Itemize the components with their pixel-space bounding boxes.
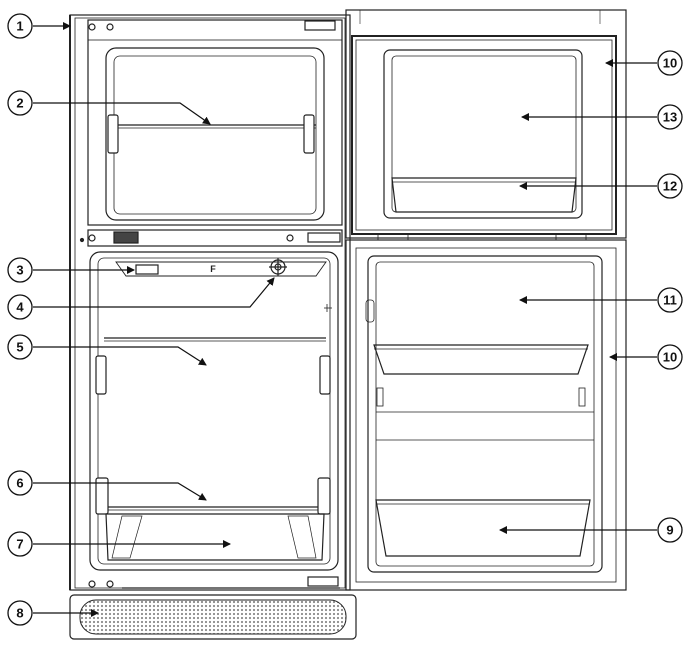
callout-12: 12 xyxy=(519,173,683,199)
callout-6: 6 xyxy=(7,470,207,501)
callout-9: 9 xyxy=(499,517,683,543)
callouts: 1 2 3 4 5 6 xyxy=(7,13,683,626)
callout-13: 13 xyxy=(521,104,683,130)
fresh-food-compartment: F xyxy=(89,251,339,571)
callout-5: 5 xyxy=(7,334,207,366)
callout-label: 8 xyxy=(16,606,23,621)
callout-label: 10 xyxy=(663,350,677,365)
callout-label: 12 xyxy=(663,179,677,194)
callout-label: 4 xyxy=(16,300,24,315)
crisper-drawer xyxy=(105,513,325,561)
svg-text:F: F xyxy=(210,264,216,274)
callout-label: 1 xyxy=(16,19,23,34)
callout-label: 11 xyxy=(663,293,677,308)
callout-label: 7 xyxy=(16,537,23,552)
freezer-door-shelf xyxy=(391,177,577,213)
callout-11: 11 xyxy=(519,287,683,313)
callout-label: 10 xyxy=(663,56,677,71)
callout-1: 1 xyxy=(7,13,71,39)
doors xyxy=(345,9,627,591)
thermostat-dial xyxy=(269,258,287,276)
light-switch xyxy=(135,264,159,275)
freezer-compartment xyxy=(87,19,343,226)
callout-label: 3 xyxy=(16,263,23,278)
callout-10-freezer-door: 10 xyxy=(605,50,683,76)
callout-3: 3 xyxy=(7,257,135,283)
callout-8: 8 xyxy=(7,600,99,626)
fresh-food-shelf xyxy=(95,337,331,395)
callout-label: 13 xyxy=(663,110,677,125)
freezer-door xyxy=(345,9,627,241)
callout-2: 2 xyxy=(7,90,211,125)
callout-7: 7 xyxy=(7,531,231,557)
callout-4: 4 xyxy=(7,277,275,320)
door-shelf-upper xyxy=(373,344,589,375)
callout-10-fresh-food-door: 10 xyxy=(609,344,683,370)
freezer-shelf xyxy=(107,114,316,154)
callout-label: 9 xyxy=(666,523,673,538)
door-shelf-lower xyxy=(375,499,591,557)
cabinet: F xyxy=(69,14,351,591)
callout-label: 5 xyxy=(16,340,23,355)
callout-label: 2 xyxy=(16,96,23,111)
base-grille xyxy=(69,594,357,640)
fresh-food-door xyxy=(345,239,627,591)
compartment-divider xyxy=(79,229,343,247)
callout-label: 6 xyxy=(16,476,23,491)
